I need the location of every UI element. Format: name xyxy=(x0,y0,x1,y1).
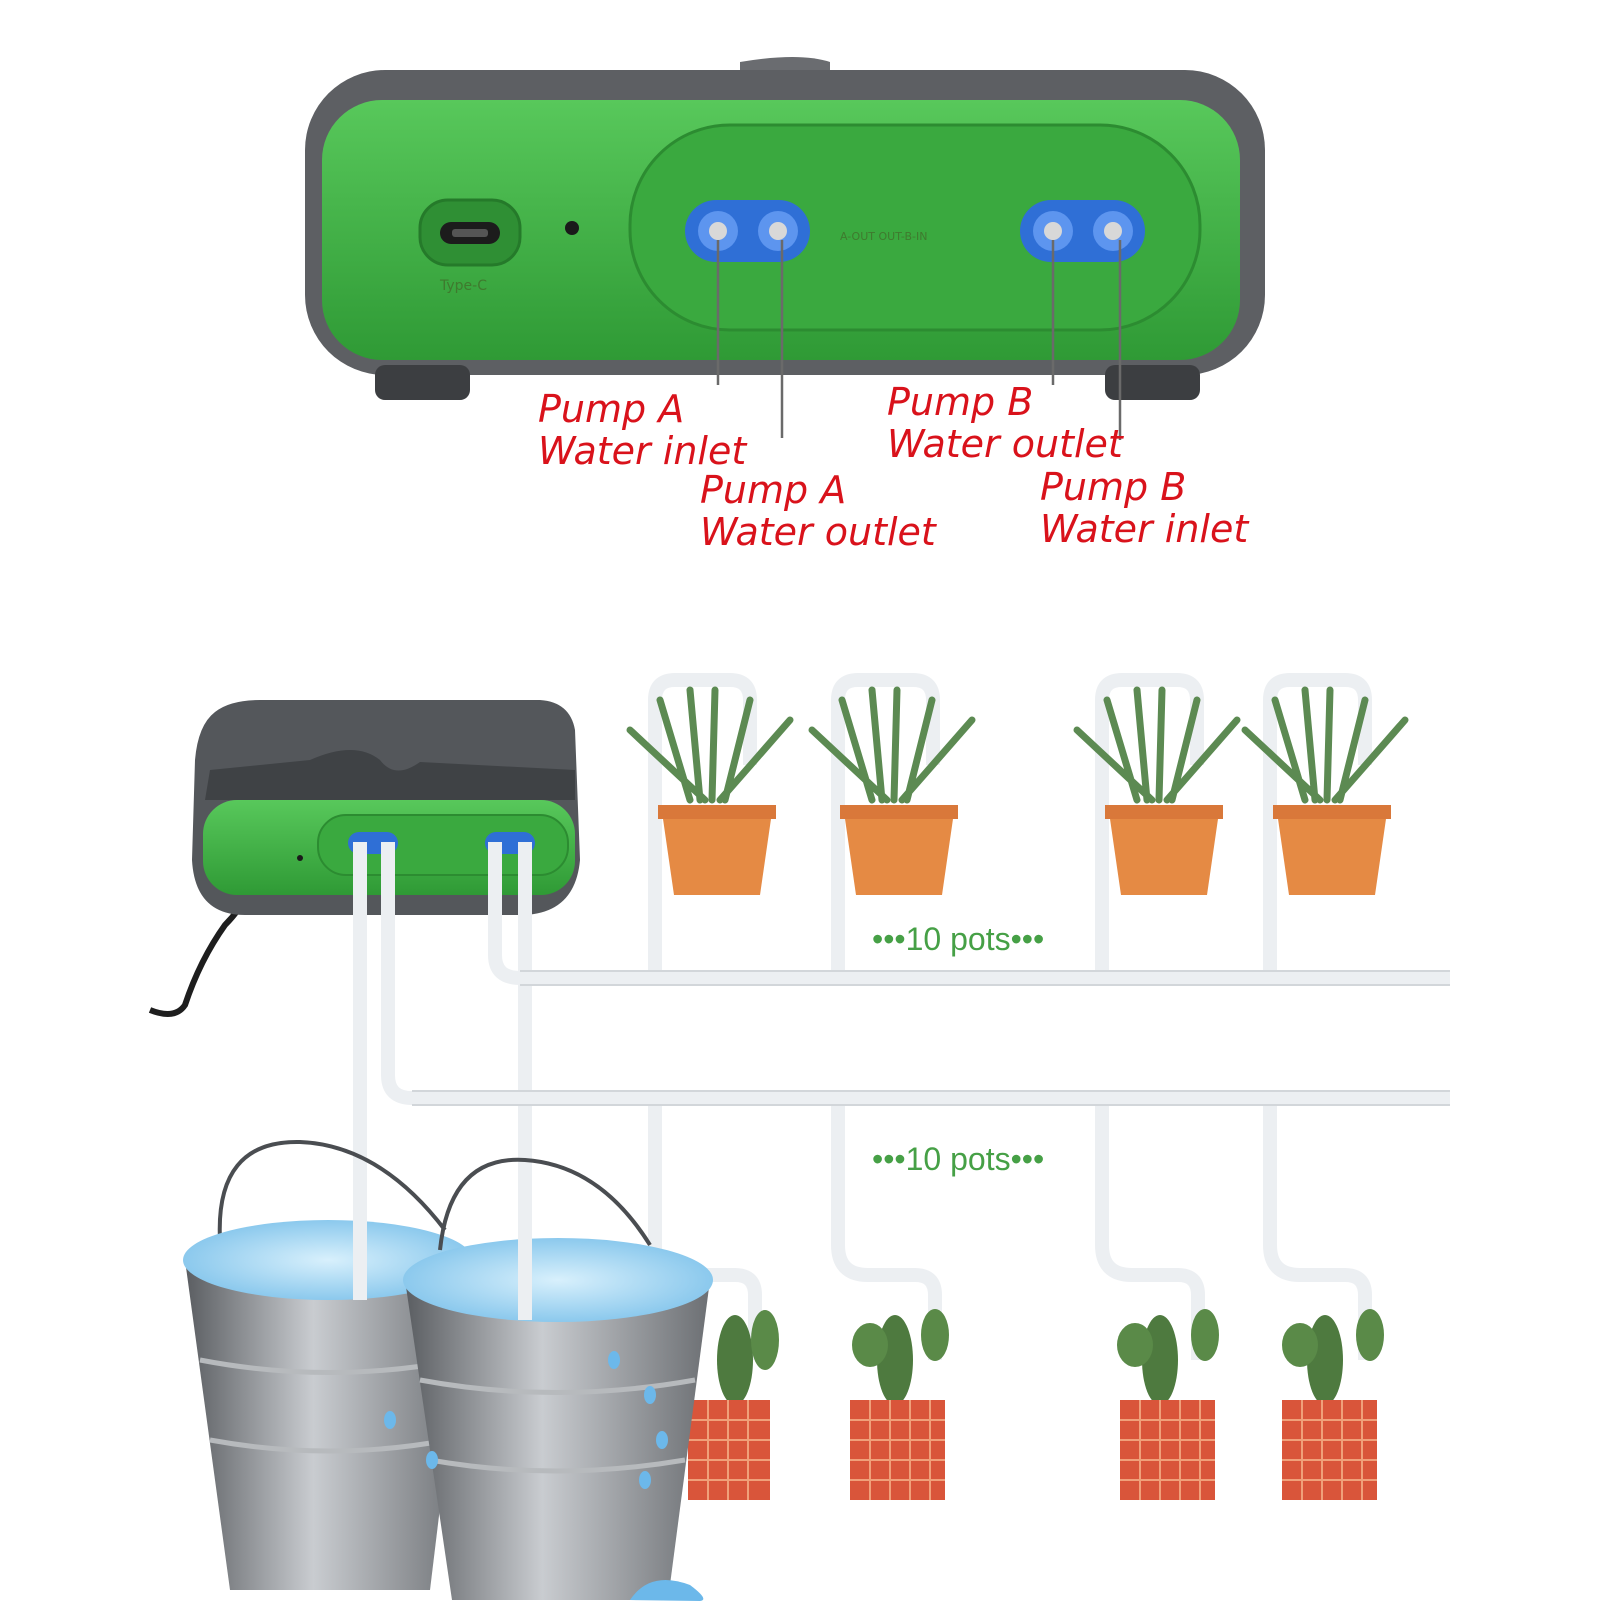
bottom-row-pots-label: •••10 pots••• xyxy=(872,1141,1044,1177)
label-pump-b-outlet: Pump B Water outlet xyxy=(887,380,1125,466)
cactus-pot xyxy=(1282,1309,1384,1500)
water-surface xyxy=(183,1220,473,1300)
type-c-label: Type-C xyxy=(439,278,487,294)
usb-c-port xyxy=(418,198,522,267)
tubing xyxy=(353,673,1450,1360)
bottom-row-plants xyxy=(688,1309,1384,1500)
aloe-pot xyxy=(1073,686,1241,895)
aloe-pot xyxy=(1241,686,1409,895)
device-closeup: Type-C A-OUT OUT-B-IN xyxy=(305,57,1265,400)
pump-a-ports xyxy=(685,200,810,262)
port-markings: A-OUT OUT-B-IN xyxy=(840,230,927,243)
aloe-pot xyxy=(808,686,976,895)
tube-intakes xyxy=(353,1180,532,1320)
water-surface xyxy=(403,1238,713,1322)
status-led xyxy=(565,221,579,235)
water-bucket-a xyxy=(183,1139,473,1590)
aloe-pot xyxy=(626,686,794,895)
leader-lines xyxy=(716,240,1122,440)
label-pump-b-inlet: Pump B Water inlet xyxy=(1040,465,1250,551)
water-drops xyxy=(384,1351,704,1601)
water-bucket-b xyxy=(403,1157,713,1600)
pump-b-ports xyxy=(1020,200,1145,262)
cactus-pot xyxy=(850,1309,949,1500)
tube-outlines xyxy=(412,970,1450,1106)
label-pump-a-outlet: Pump A Water outlet xyxy=(700,468,938,554)
label-pump-a-inlet: Pump A Water inlet xyxy=(538,387,748,473)
cactus-pot xyxy=(1117,1309,1219,1500)
cactus-pot xyxy=(688,1310,779,1500)
top-row-pots-label: •••10 pots••• xyxy=(872,921,1044,957)
top-row-plants xyxy=(626,686,1409,895)
